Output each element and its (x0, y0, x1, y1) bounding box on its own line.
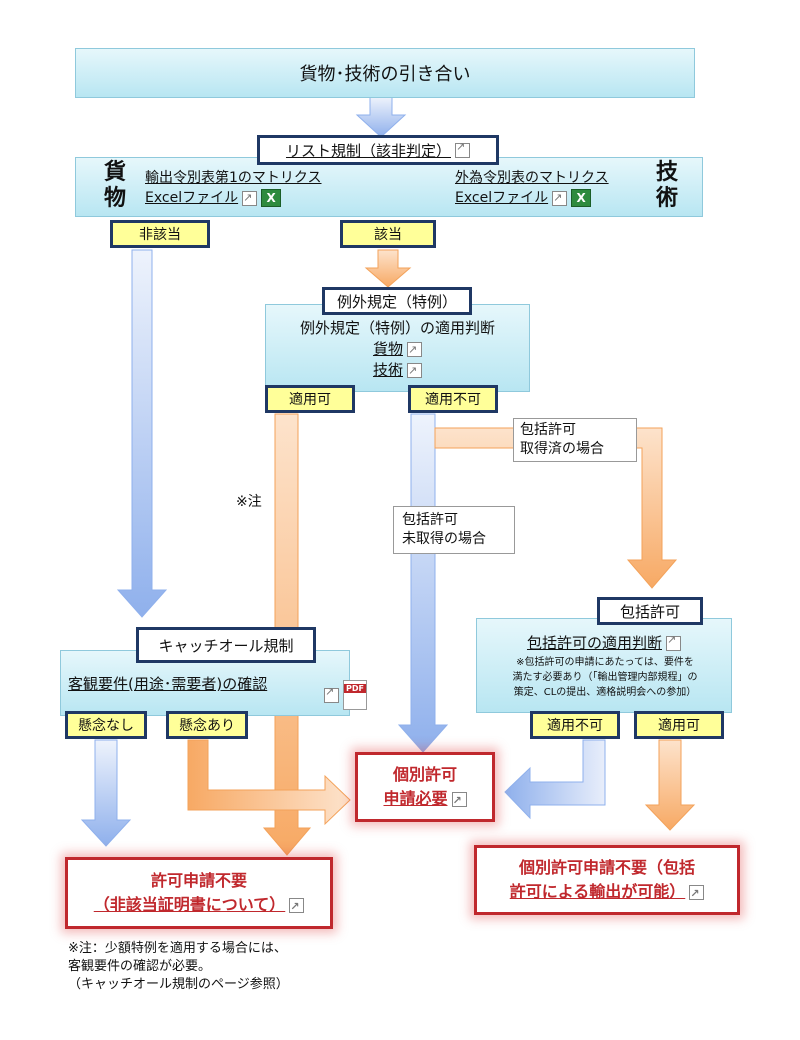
catchall-check-link[interactable]: 客観要件(用途･需要者)の確認 (68, 675, 268, 693)
catchall-icons: PDF (320, 680, 367, 710)
bulk-obtained-note: 包括許可 取得済の場合 (513, 418, 637, 462)
no-concern-text: 懸念なし (78, 718, 134, 734)
bulk-export-link[interactable]: 許可による輸出が可能） (509, 882, 686, 901)
not-applicable-text: 適用不可 (425, 392, 481, 408)
bulk-not-obtained-line1: 包括許可 (402, 512, 458, 528)
bulk-title-box: 包括許可 (597, 597, 703, 625)
external-link-icon[interactable] (242, 188, 258, 208)
tech-label: 技 術 (656, 160, 678, 212)
excel-icon[interactable]: X (571, 189, 592, 207)
goods-label: 貨 物 (104, 160, 126, 212)
bulk-title-text: 包括許可 (619, 602, 680, 621)
list-check-link[interactable]: リスト規制（該非判定） (285, 141, 451, 160)
goods-matrix: 輸出令別表第1のマトリクス Excelファイル X (145, 168, 322, 208)
matrix-panel (75, 157, 703, 217)
applicable-text: 適用可 (289, 392, 331, 408)
arrow-gaitou (364, 249, 412, 288)
goods-matrix-link[interactable]: 輸出令別表第1のマトリクス (145, 170, 322, 186)
external-link-icon[interactable] (689, 882, 705, 906)
exception-title-box: 例外規定（特例） (322, 287, 472, 315)
catchall-title-text: キャッチオール規制 (158, 636, 294, 655)
not-applicable-label: 適用不可 (408, 385, 498, 413)
excel-icon[interactable]: X (261, 189, 282, 207)
individual-line1: 個別許可 (392, 765, 457, 784)
no-permit-box[interactable]: 許可申請不要 （非該当証明書について） (65, 857, 333, 929)
exception-title-text: 例外規定（特例） (336, 292, 457, 311)
bulk-note-line2: 満たす必要あり（「輸出管理内部規程」の (512, 672, 698, 683)
list-check-box[interactable]: リスト規制（該非判定） (257, 135, 499, 165)
pdf-icon[interactable]: PDF (343, 680, 367, 710)
bulk-not-obtained-note: 包括許可 未取得の場合 (393, 506, 515, 554)
tech-matrix-link[interactable]: 外為令別表のマトリクス (455, 170, 609, 186)
tech-kanji-2: 術 (656, 186, 679, 211)
no-permit-line1: 許可申請不要 (150, 871, 247, 890)
hi-gaitou-label: 非該当 (110, 220, 210, 248)
arrow-bulk-applicable (644, 739, 696, 831)
bulk-panel (476, 618, 732, 713)
external-link-icon[interactable] (666, 633, 681, 651)
bulk-note-line3: 策定、CLの提出、適格説明会への参加） (513, 687, 697, 698)
catchall-check: 客観要件(用途･需要者)の確認 (68, 673, 267, 694)
goods-kanji-1: 貨 (104, 160, 127, 185)
concern-text: 懸念あり (179, 718, 235, 734)
arrow-top (355, 96, 407, 138)
page-title: 貨物･技術の引き合い (75, 48, 695, 98)
arrow-no-concern (80, 739, 132, 847)
hi-gaitou-text: 非該当 (139, 227, 181, 243)
tech-excel-link[interactable]: Excelファイル (455, 190, 549, 206)
bulk-note-line1: ※包括許可の申請にあたっては、要件を (516, 657, 694, 668)
bulk-export-line1: 個別許可申請不要（包括 (518, 858, 695, 877)
bulk-judge: 包括許可の適用判断 (476, 632, 732, 653)
arrow-concern (187, 739, 351, 826)
arrow-not-applicable (397, 413, 449, 753)
bulk-judge-link[interactable]: 包括許可の適用判断 (526, 634, 662, 652)
bulk-note: ※包括許可の申請にあたっては、要件を 満たす必要あり（「輸出管理内部規程」の 策… (480, 655, 730, 700)
gaitou-text: 該当 (374, 227, 402, 243)
bulk-obtained-line2: 取得済の場合 (520, 441, 604, 457)
individual-link[interactable]: 申請必要 (383, 789, 448, 808)
external-link-icon[interactable] (552, 188, 568, 208)
arrow-bulk-not-applicable (504, 739, 606, 820)
external-link-icon[interactable] (407, 360, 422, 381)
bulk-not-applicable-label: 適用不可 (530, 711, 620, 739)
arrow-hi-gaitou (116, 249, 168, 618)
note-mark: ※注 (236, 494, 262, 510)
exception-judge-text: 例外規定（特例）の適用判断 (299, 319, 495, 337)
pdf-icon-label: PDF (344, 684, 366, 693)
footnote: ※注：少額特例を適用する場合には、 客観要件の確認が必要。 （キャッチオール規制… (68, 940, 289, 994)
bulk-obtained-line1: 包括許可 (520, 422, 576, 438)
bulk-not-applicable-text: 適用不可 (547, 718, 603, 734)
no-permit-link[interactable]: （非該当証明書について） (93, 895, 286, 914)
footnote-line2: 客観要件の確認が必要。 (68, 959, 212, 974)
bulk-not-obtained-line2: 未取得の場合 (402, 531, 486, 547)
individual-permit-box[interactable]: 個別許可 申請必要 (355, 752, 495, 822)
catchall-title-box: キャッチオール規制 (136, 627, 316, 663)
external-link-icon[interactable] (289, 895, 305, 919)
no-concern-label: 懸念なし (65, 711, 147, 739)
exception-judge: 例外規定（特例）の適用判断 貨物 技術 (265, 318, 530, 381)
page-title-text: 貨物･技術の引き合い (299, 64, 471, 85)
bulk-applicable-label: 適用可 (634, 711, 724, 739)
footnote-line3: （キャッチオール規制のページ参照） (68, 977, 289, 992)
bulk-export-box[interactable]: 個別許可申請不要（包括 許可による輸出が可能） (474, 845, 740, 915)
external-link-icon[interactable] (455, 140, 470, 158)
external-link-icon[interactable] (324, 685, 339, 703)
exception-tech-link[interactable]: 技術 (372, 361, 403, 379)
exception-goods-link[interactable]: 貨物 (372, 340, 403, 358)
tech-matrix: 外為令別表のマトリクス Excelファイル X (455, 168, 609, 208)
tech-kanji-1: 技 (656, 160, 679, 185)
goods-excel-link[interactable]: Excelファイル (145, 190, 239, 206)
gaitou-label: 該当 (340, 220, 436, 248)
goods-kanji-2: 物 (104, 186, 127, 211)
applicable-label: 適用可 (265, 385, 355, 413)
concern-label: 懸念あり (166, 711, 248, 739)
footnote-line1: ※注：少額特例を適用する場合には、 (68, 941, 287, 956)
external-link-icon[interactable] (451, 789, 467, 813)
external-link-icon[interactable] (407, 339, 422, 360)
bulk-applicable-text: 適用可 (658, 718, 700, 734)
